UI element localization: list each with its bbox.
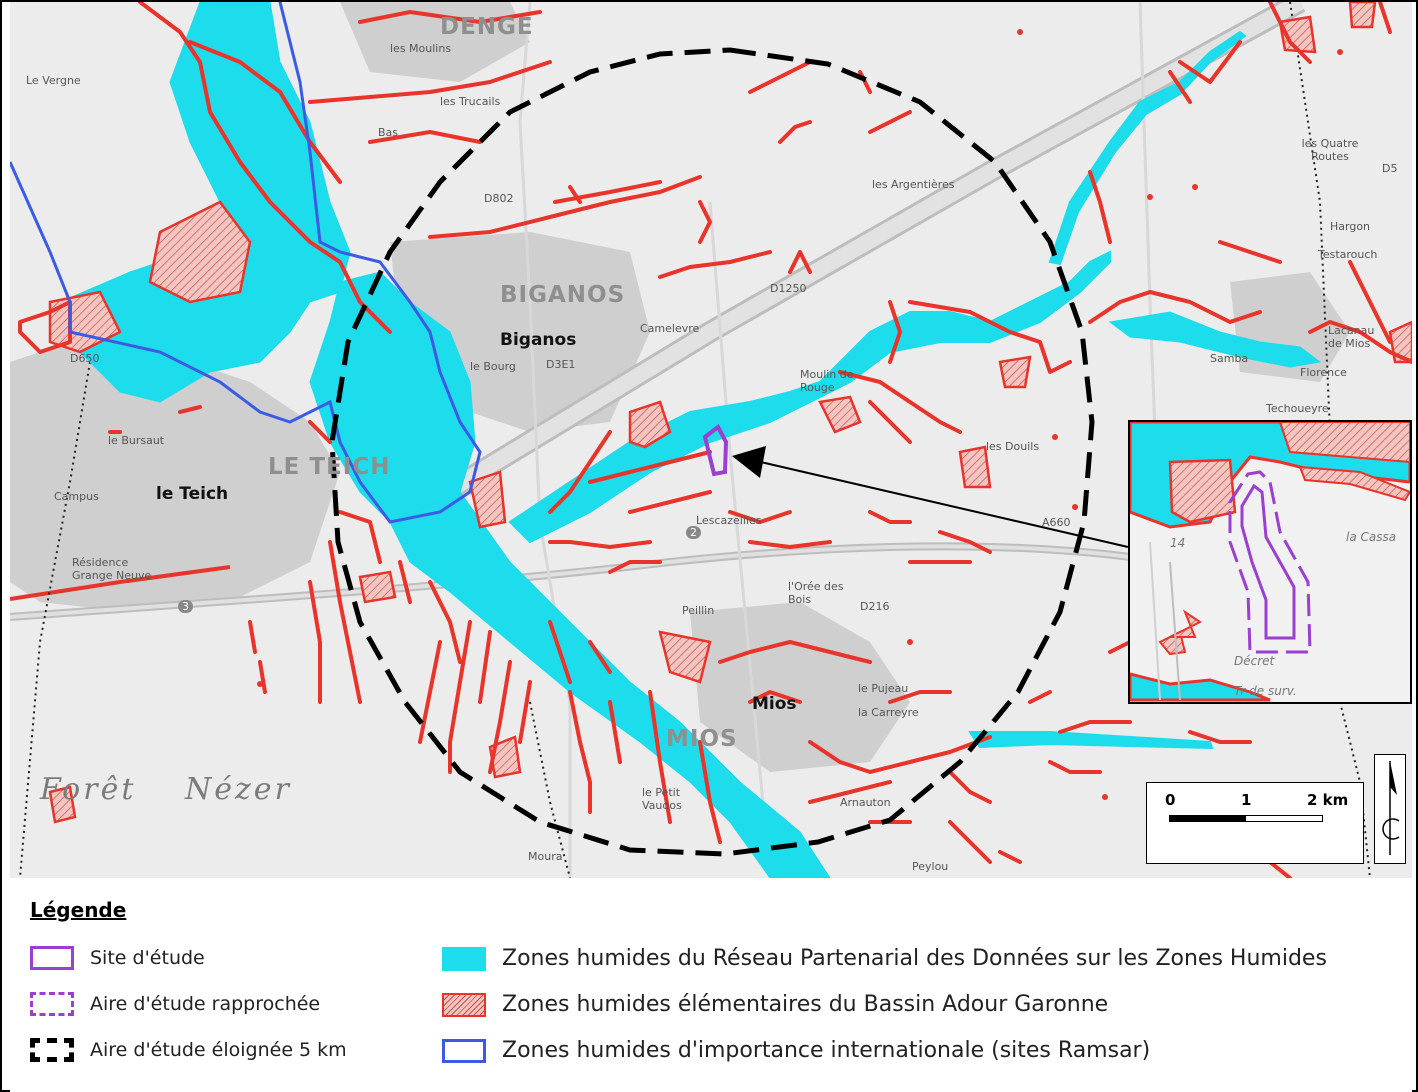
place-denge: DENGE bbox=[440, 14, 534, 40]
place-mios-upper: MIOS bbox=[666, 726, 738, 752]
rpdzh-swatch-icon bbox=[442, 946, 486, 971]
place-testarouch: Testarouch bbox=[1318, 248, 1378, 261]
scale-tick-2: 2 km bbox=[1307, 791, 1349, 809]
place-les-douils: les Douils bbox=[986, 440, 1040, 453]
place-hargon: Hargon bbox=[1330, 220, 1371, 233]
place-le-pujeau: le Pujeau bbox=[858, 682, 909, 695]
scale-segment-black bbox=[1169, 815, 1247, 822]
map-canvas[interactable]: BIGANOS Biganos LE TEICH le Teich Mios M… bbox=[10, 2, 1412, 878]
place-arnauton: Arnauton bbox=[840, 796, 891, 809]
bag-wetland-lines bbox=[18, 2, 1412, 878]
inset-label-14: 14 bbox=[1170, 536, 1186, 550]
legend-title: Légende bbox=[30, 898, 127, 922]
place-le-bursaut: le Bursaut bbox=[108, 434, 165, 447]
legend-label: Zones humides d'importance international… bbox=[502, 1038, 1151, 1063]
legend: Légende Site d'étude Aire d'étude rappro… bbox=[10, 880, 1412, 1092]
place-foret: Forêt bbox=[40, 772, 137, 807]
place-le-teich-upper: LE TEICH bbox=[268, 454, 391, 480]
map-drawing bbox=[10, 2, 1412, 878]
aire-etude-eloignee-5km bbox=[329, 47, 1095, 857]
place-les-trucails: les Trucails bbox=[440, 95, 501, 108]
road-d650: D650 bbox=[70, 352, 100, 365]
major-roads bbox=[10, 2, 1306, 878]
place-camelevre: Camelevre bbox=[640, 322, 700, 335]
legend-label: Aire d'étude éloignée 5 km bbox=[90, 1039, 347, 1061]
legend-label: Aire d'étude rapprochée bbox=[90, 993, 321, 1015]
legend-item-rpdzh: Zones humides du Réseau Partenarial des … bbox=[442, 946, 1327, 971]
ramsar-boundary bbox=[10, 2, 482, 524]
road-d1250: D1250 bbox=[770, 282, 807, 295]
inset-zoom-map[interactable]: la Cassa Décret Tr de surv. 14 bbox=[1128, 420, 1412, 704]
aire-rapprochee-swatch-icon bbox=[30, 992, 74, 1016]
legend-item-bag: Zones humides élémentaires du Bassin Ado… bbox=[442, 992, 1108, 1017]
place-florence: Florence bbox=[1300, 366, 1347, 379]
scale-tick-0: 0 bbox=[1165, 791, 1176, 809]
road-d216: D216 bbox=[860, 600, 890, 613]
legend-item-site-etude: Site d'étude bbox=[30, 946, 205, 970]
place-la-carreyre: la Carreyre bbox=[858, 706, 919, 719]
place-techoueyre: Techoueyre bbox=[1266, 402, 1329, 415]
place-biganos: Biganos bbox=[500, 330, 577, 350]
place-les-argentieres: les Argentières bbox=[872, 178, 955, 191]
road-d802: D802 bbox=[484, 192, 514, 205]
place-moulin-de-rouge: Moulin de Rouge bbox=[800, 368, 854, 394]
place-campus: Campus bbox=[54, 490, 99, 503]
place-le-vergne: Le Vergne bbox=[26, 74, 81, 87]
bag-hatch-swatch-icon bbox=[442, 992, 486, 1017]
road-d5: D5 bbox=[1382, 162, 1398, 175]
road-exit-3: 3 bbox=[178, 600, 193, 613]
wetland-points bbox=[257, 29, 1343, 800]
place-le-teich: le Teich bbox=[156, 484, 229, 504]
place-lacanau-de-mios: Lacanau de Mios bbox=[1328, 324, 1375, 350]
place-nezer: Nézer bbox=[185, 772, 292, 807]
road-exit-2: 2 bbox=[686, 526, 701, 539]
place-residence-grange-neuve: Résidence Grange Neuve bbox=[72, 556, 152, 582]
north-arrow-icon bbox=[1374, 754, 1406, 864]
rpdzh-wetlands bbox=[59, 2, 1322, 878]
scale-bar: 0 1 2 km bbox=[1146, 782, 1364, 864]
admin-boundaries bbox=[19, 2, 1371, 878]
road-d3e1: D3E1 bbox=[546, 358, 576, 371]
place-les-quatre-routes: les Quatre Routes bbox=[1301, 137, 1359, 163]
place-samba: Samba bbox=[1210, 352, 1249, 365]
legend-label: Zones humides élémentaires du Bassin Ado… bbox=[502, 992, 1109, 1017]
ramsar-swatch-icon bbox=[442, 1038, 486, 1063]
place-le-bourg: le Bourg bbox=[470, 360, 516, 373]
legend-label: Site d'étude bbox=[90, 947, 205, 969]
site-etude-main bbox=[702, 423, 729, 477]
bag-wetlands bbox=[48, 2, 1412, 824]
legend-label: Zones humides du Réseau Partenarial des … bbox=[502, 946, 1327, 971]
site-etude-swatch-icon bbox=[30, 946, 74, 970]
place-lescazeilles: Lescazeilles bbox=[696, 514, 762, 527]
place-moura: Moura bbox=[528, 850, 563, 863]
inset-label-triage: Tr de surv. bbox=[1234, 684, 1297, 698]
aire-eloignee-swatch-icon bbox=[30, 1038, 74, 1062]
inset-label-decret: Décret bbox=[1234, 654, 1275, 668]
legend-item-aire-rapprochee: Aire d'étude rapprochée bbox=[30, 992, 320, 1016]
legend-item-ramsar: Zones humides d'importance international… bbox=[442, 1038, 1150, 1063]
place-loree-des-bois: l'Orée des Bois bbox=[788, 580, 844, 606]
legend-item-aire-eloignee: Aire d'étude éloignée 5 km bbox=[30, 1038, 347, 1062]
place-biganos-upper: BIGANOS bbox=[500, 282, 626, 308]
scale-tick-1: 1 bbox=[1241, 791, 1252, 809]
place-le-petit-vaudos: le Petit Vaudos bbox=[642, 786, 682, 812]
place-mios: Mios bbox=[752, 694, 797, 714]
arrow-pointer-icon bbox=[732, 446, 1129, 548]
place-peylou: Peylou bbox=[912, 860, 949, 873]
place-bas: Bas bbox=[378, 126, 399, 139]
inset-drawing bbox=[1130, 422, 1410, 702]
place-peillin: Peillin bbox=[682, 604, 715, 617]
road-a660: A660 bbox=[1042, 516, 1071, 529]
place-les-moulins: les Moulins bbox=[390, 42, 452, 55]
inset-label-la-cassa: la Cassa bbox=[1346, 530, 1397, 544]
scale-segment-white bbox=[1245, 815, 1323, 822]
